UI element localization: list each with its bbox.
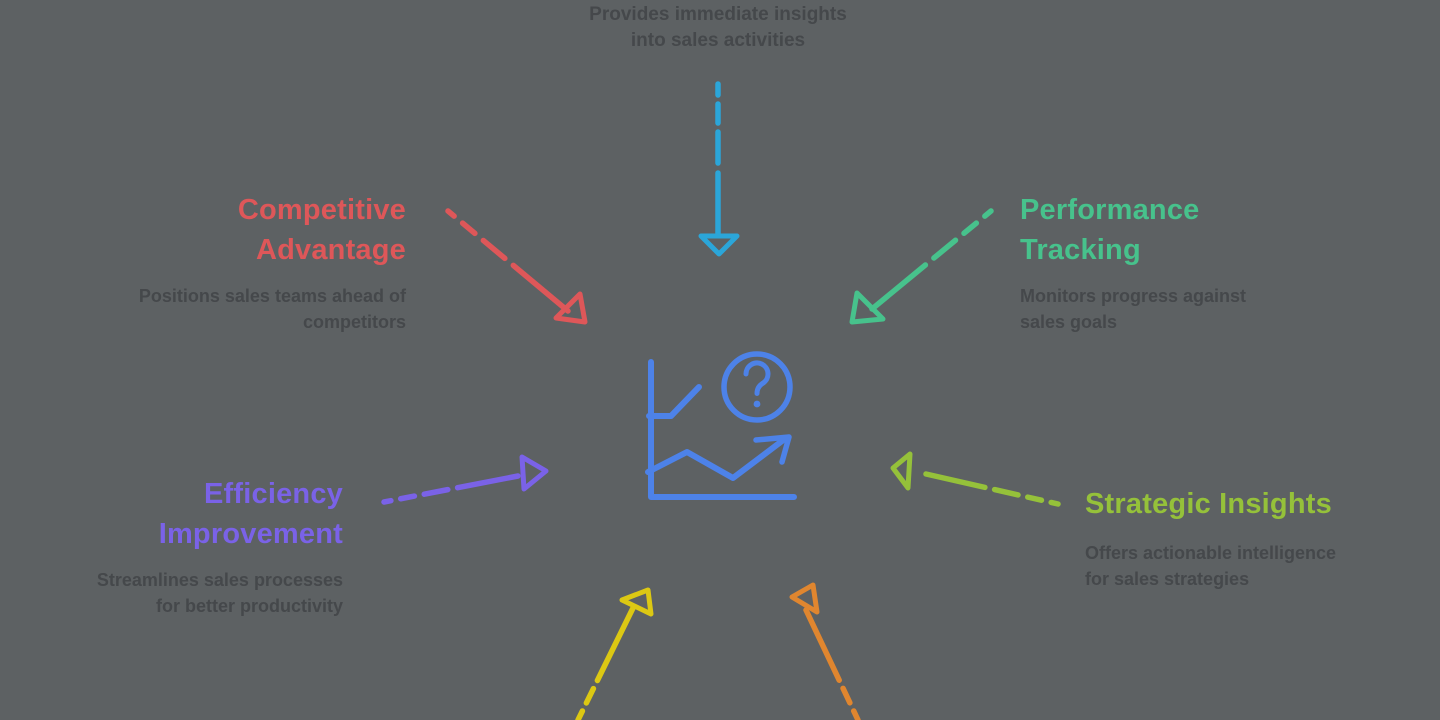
competitive-arrow-head-icon bbox=[553, 291, 588, 325]
title-line: Competitive bbox=[237, 194, 406, 226]
desc-line: for sales strategies bbox=[1085, 569, 1250, 589]
chart-trend-arrow-head-icon bbox=[753, 434, 792, 465]
performance-tracking-arrow bbox=[849, 208, 994, 325]
node-strategic-insights: Strategic Insights Offers actionable int… bbox=[1085, 484, 1395, 592]
node-title: Competitive Advantage bbox=[106, 190, 406, 270]
node-description: Positions sales teams ahead of competito… bbox=[106, 283, 406, 335]
performance-arrow-head-icon bbox=[849, 290, 886, 325]
line-chart-question-icon bbox=[645, 351, 797, 500]
bottom-left-arrow-head-icon bbox=[619, 587, 654, 617]
title-line: Efficiency bbox=[204, 478, 343, 510]
efficiency-arrow-head-icon bbox=[519, 454, 549, 492]
strategic-arrow-shaft bbox=[923, 471, 1061, 507]
desc-line: Offers actionable intelligence bbox=[1085, 543, 1337, 563]
chart-trend-line bbox=[645, 435, 789, 481]
chart-upper-line bbox=[646, 384, 702, 419]
competitive-arrow-shaft bbox=[445, 208, 571, 314]
desc-line: Monitors progress against bbox=[1020, 286, 1247, 306]
top-arrow bbox=[698, 81, 740, 257]
node-title: Strategic Insights bbox=[1085, 484, 1395, 524]
bottom-left-arrow bbox=[575, 587, 654, 720]
node-competitive-advantage: Competitive Advantage Positions sales te… bbox=[106, 190, 406, 335]
chart-axes bbox=[648, 359, 797, 500]
desc-line: for better productivity bbox=[155, 596, 343, 616]
question-circle bbox=[721, 351, 793, 423]
bottom-right-arrow bbox=[789, 582, 861, 720]
desc-line: Positions sales teams ahead of bbox=[138, 286, 406, 306]
node-title: Performance Tracking bbox=[1020, 190, 1330, 270]
node-description: Monitors progress against sales goals bbox=[1020, 283, 1330, 335]
performance-arrow-shaft bbox=[869, 208, 994, 312]
desc-line: sales goals bbox=[1020, 312, 1118, 332]
node-top-desc-line: Provides immediate insights bbox=[589, 4, 847, 25]
title-line: Advantage bbox=[255, 234, 406, 266]
node-top-description: Provides immediate insights into sales a… bbox=[518, 2, 918, 54]
efficiency-arrow-shaft bbox=[381, 473, 521, 505]
node-performance-tracking: Performance Tracking Monitors progress a… bbox=[1020, 190, 1330, 335]
title-line: Tracking bbox=[1020, 234, 1141, 266]
strategic-insights-arrow bbox=[890, 451, 1061, 507]
competitive-advantage-arrow bbox=[445, 208, 588, 325]
bottom-right-arrow-head-icon bbox=[789, 582, 820, 615]
node-top-desc-line: into sales activities bbox=[630, 30, 806, 51]
efficiency-improvement-arrow bbox=[381, 454, 549, 505]
bottom-left-arrow-shaft bbox=[575, 605, 636, 720]
desc-line: competitors bbox=[302, 312, 406, 332]
title-line: Performance bbox=[1020, 194, 1200, 226]
title-line: Strategic Insights bbox=[1085, 488, 1332, 520]
bottom-right-arrow-shaft bbox=[803, 607, 861, 720]
node-description: Streamlines sales processes for better p… bbox=[43, 567, 343, 619]
top-arrow-head-icon bbox=[698, 233, 740, 257]
question-mark-dot bbox=[753, 400, 761, 408]
node-title: Efficiency Improvement bbox=[43, 474, 343, 554]
title-line: Improvement bbox=[158, 518, 343, 550]
question-mark-glyph bbox=[743, 360, 771, 396]
strategic-arrow-head-icon bbox=[890, 451, 913, 491]
node-efficiency-improvement: Efficiency Improvement Streamlines sales… bbox=[43, 474, 343, 619]
desc-line: Streamlines sales processes bbox=[96, 570, 343, 590]
node-description: Offers actionable intelligence for sales… bbox=[1085, 540, 1395, 592]
